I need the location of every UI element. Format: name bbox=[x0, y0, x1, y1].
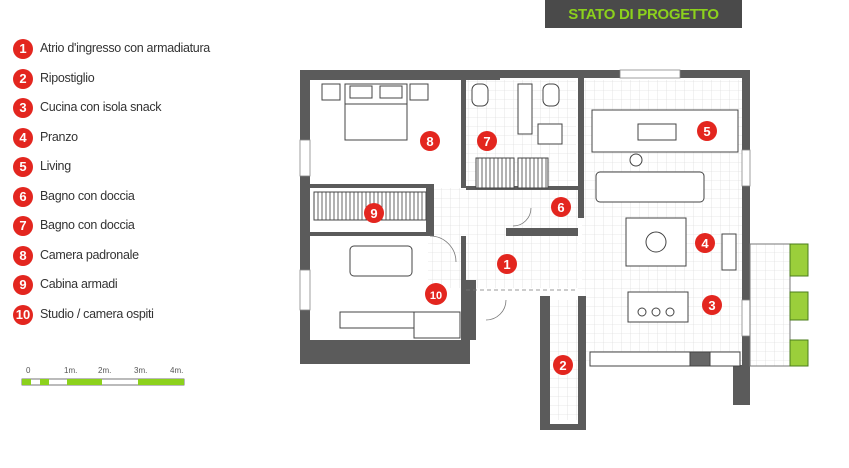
dining-table bbox=[625, 217, 687, 267]
room-marker-7: 7 bbox=[477, 131, 497, 151]
svg-text:7: 7 bbox=[483, 134, 490, 149]
legend-number: 7 bbox=[13, 216, 33, 236]
room-marker-5: 5 bbox=[697, 121, 717, 141]
sideboard bbox=[721, 233, 737, 271]
shelf bbox=[413, 311, 461, 339]
svg-text:6: 6 bbox=[557, 200, 564, 215]
sofa-bed bbox=[349, 245, 413, 277]
legend-label: Ripostiglio bbox=[40, 70, 95, 85]
svg-text:5: 5 bbox=[703, 124, 710, 139]
legend-number: 9 bbox=[13, 275, 33, 295]
room-marker-4: 4 bbox=[695, 233, 715, 253]
balcony bbox=[749, 243, 809, 367]
scale-label: 1m. bbox=[64, 366, 78, 375]
tv-unit bbox=[637, 123, 677, 141]
legend-number: 5 bbox=[13, 157, 33, 177]
room-marker-6: 6 bbox=[551, 197, 571, 217]
bathroom-fixtures bbox=[471, 83, 563, 189]
legend-label: Camera padronale bbox=[40, 247, 139, 262]
scale-label: 3m. bbox=[134, 366, 148, 375]
legend-label: Bagno con doccia bbox=[40, 188, 135, 203]
legend-label: Cucina con isola snack bbox=[40, 100, 162, 114]
svg-text:4: 4 bbox=[701, 236, 709, 251]
room-marker-2: 2 bbox=[553, 355, 573, 375]
living-furniture bbox=[589, 109, 741, 367]
page-title: STATO DI PROGETTO bbox=[545, 0, 742, 28]
scale-label: 4m. bbox=[170, 366, 184, 375]
svg-text:8: 8 bbox=[426, 134, 433, 149]
legend-label: Cabina armadi bbox=[40, 277, 118, 291]
vanity bbox=[517, 83, 533, 135]
scale-label: 0 bbox=[26, 366, 31, 375]
windows bbox=[299, 69, 751, 337]
kitchen-island bbox=[627, 291, 689, 323]
svg-text:3: 3 bbox=[708, 298, 715, 313]
legend-number: 6 bbox=[13, 186, 33, 207]
legend-number: 4 bbox=[13, 127, 33, 148]
shower bbox=[475, 157, 515, 189]
legend-label: Studio / camera ospiti bbox=[40, 306, 154, 321]
svg-text:9: 9 bbox=[370, 206, 377, 221]
sink bbox=[537, 123, 563, 145]
legend-label: Living bbox=[40, 159, 71, 173]
side-table bbox=[629, 153, 643, 167]
room-marker-8: 8 bbox=[420, 131, 440, 151]
legend-number: 10 bbox=[13, 304, 33, 325]
nightstand bbox=[321, 83, 341, 101]
legend-label: Atrio d'ingresso con armadiatura bbox=[40, 41, 210, 55]
scale-bar: 0 1m. 2m. 3m. 4m. bbox=[18, 366, 188, 388]
legend-number: 8 bbox=[13, 245, 33, 266]
svg-text:2: 2 bbox=[559, 358, 566, 373]
scale-graphic bbox=[21, 378, 185, 386]
svg-text:10: 10 bbox=[430, 290, 442, 302]
room-markers: 1 2 3 4 5 6 7 8 9 10 bbox=[364, 121, 722, 375]
shower bbox=[517, 157, 549, 189]
bidet bbox=[471, 83, 489, 107]
svg-text:1: 1 bbox=[503, 257, 510, 272]
kitchen-counter bbox=[589, 351, 741, 367]
legend-label: Pranzo bbox=[40, 129, 78, 144]
legend-number: 3 bbox=[13, 98, 33, 118]
legend-number: 2 bbox=[13, 68, 33, 89]
toilet bbox=[542, 83, 560, 107]
legend-label: Bagno con doccia bbox=[40, 218, 135, 232]
room-marker-3: 3 bbox=[702, 295, 722, 315]
scale-label: 2m. bbox=[98, 366, 112, 375]
legend-number: 1 bbox=[13, 39, 33, 59]
sofa bbox=[595, 171, 705, 203]
desk bbox=[339, 311, 415, 329]
room-marker-1: 1 bbox=[497, 254, 517, 274]
room-marker-9: 9 bbox=[364, 203, 384, 223]
door-swings bbox=[429, 207, 578, 321]
room-marker-10: 10 bbox=[425, 283, 447, 305]
nightstand bbox=[409, 83, 429, 101]
